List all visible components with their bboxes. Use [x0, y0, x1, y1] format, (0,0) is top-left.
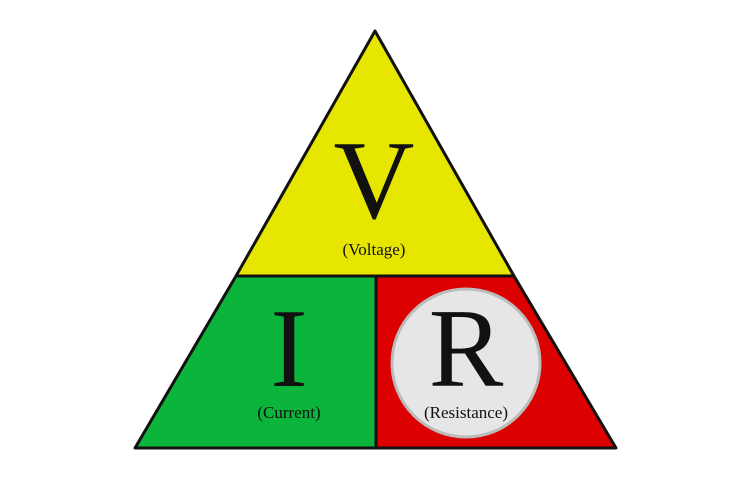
current-caption: (Current) — [257, 403, 320, 422]
resistance-letter: R — [429, 287, 504, 411]
voltage-letter: V — [334, 119, 415, 243]
current-letter: I — [270, 287, 307, 411]
current-section — [133, 274, 378, 450]
voltage-caption: (Voltage) — [343, 240, 406, 259]
resistance-highlight-circle — [390, 287, 542, 439]
resistance-caption: (Resistance) — [424, 403, 508, 422]
